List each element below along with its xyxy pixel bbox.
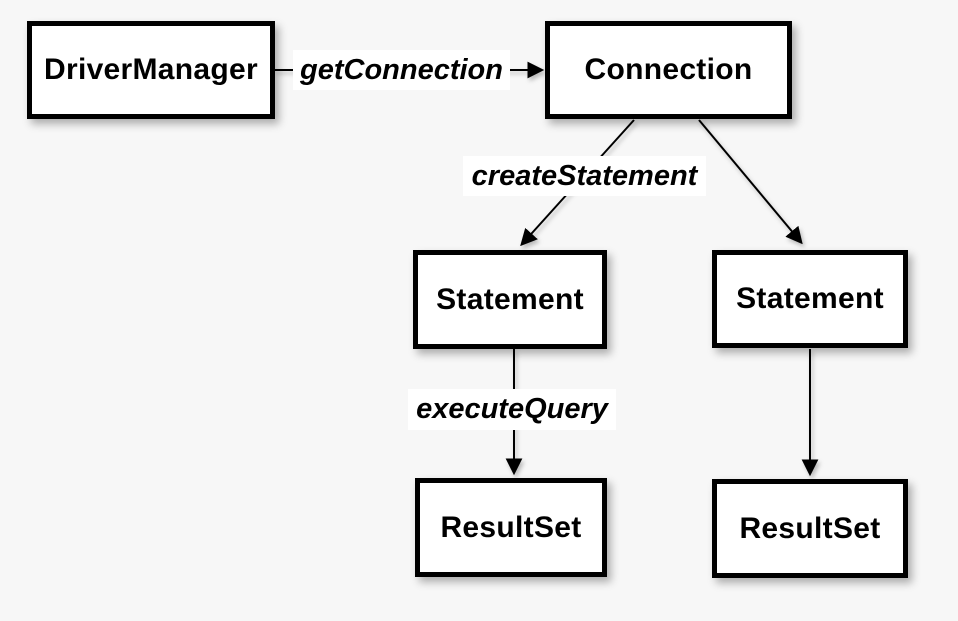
edge-label-getconnection: getConnection	[293, 50, 510, 90]
edge-label-executequery: executeQuery	[408, 389, 616, 430]
node-statement-right: Statement	[712, 250, 908, 348]
node-resultset-left-label: ResultSet	[440, 510, 582, 544]
node-statement-left: Statement	[413, 250, 607, 349]
node-connection-label: Connection	[584, 53, 753, 86]
edge-label-createstatement: createStatement	[463, 156, 706, 196]
edge-connection-to-right-statement-arrow	[698, 119, 803, 245]
node-resultset-right: ResultSet	[712, 479, 908, 578]
node-driver-manager: DriverManager	[27, 21, 275, 119]
node-resultset-right-label: ResultSet	[739, 511, 881, 545]
node-driver-manager-label: DriverManager	[44, 53, 258, 86]
node-connection: Connection	[545, 21, 792, 119]
node-resultset-left: ResultSet	[415, 478, 607, 577]
node-statement-right-label: Statement	[736, 282, 884, 315]
node-statement-left-label: Statement	[436, 282, 584, 316]
